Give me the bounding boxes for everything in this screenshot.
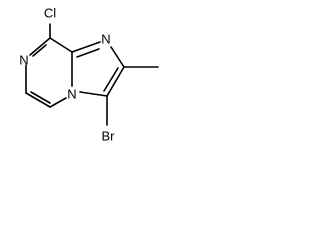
- bond-c6-c5: [25, 92, 51, 108]
- bond-c2-c3: [106, 66, 125, 97]
- pyrazine-nitrogen-label: N: [19, 53, 28, 68]
- bond-c8a-c8: [49, 37, 73, 53]
- bond-n1-c2: [110, 46, 125, 68]
- chlorine-label: Cl: [44, 6, 56, 21]
- imidazole-nitrogen-label: N: [101, 32, 110, 47]
- bond-c8-n7: [29, 37, 51, 56]
- bridgehead-nitrogen-label: N: [67, 87, 76, 102]
- bonds: [25, 23, 159, 126]
- bond-c8a-n1-double: [76, 48, 100, 58]
- atom-labels: Cl N N N Br: [19, 6, 115, 144]
- imidazopyrazine-structure: Cl N N N Br: [19, 6, 159, 144]
- bond-c3-n4: [79, 91, 108, 97]
- bromine-label: Br: [102, 129, 116, 144]
- bond-c8-n7-double: [32, 44, 47, 57]
- bond-c6-c5-double: [30, 91, 51, 104]
- bond-c5-n4: [49, 97, 67, 108]
- bond-c8a-n1: [71, 41, 101, 53]
- bond-c2-c3-double: [103, 67, 119, 92]
